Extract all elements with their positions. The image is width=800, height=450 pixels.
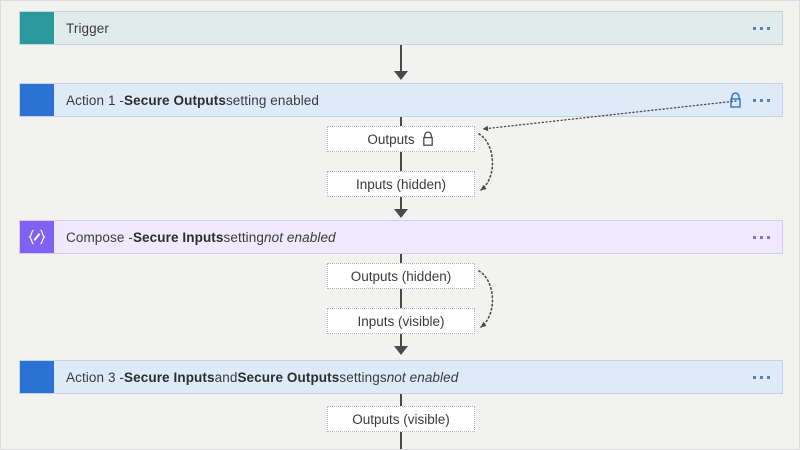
compose-overflow-menu-icon[interactable] [753,220,770,254]
trigger-row-right-cluster [753,12,782,44]
connector-compose-to-action3 [400,334,402,350]
action1-row-title: Action 1 - Secure Outputs setting enable… [54,84,728,116]
connector-outputs-to-inputs-compose [400,289,402,308]
workflow-row-trigger[interactable]: Trigger [19,11,783,45]
action1-overflow-menu-icon[interactable] [753,83,770,117]
annotation-arrow-outputs-to-inputs-action1 [478,133,494,191]
trigger-block-icon [20,12,54,44]
connector-action1-to-compose [400,197,402,213]
lock-icon [421,131,435,147]
action1-title-suffix: setting enabled [225,92,320,108]
connector-action1-to-compose-arrowhead [394,209,408,218]
iobox-action1-outputs[interactable]: Outputs [327,126,475,152]
iobox-action1-inputs[interactable]: Inputs (hidden) [327,171,475,197]
iobox-action3-outputs-label: Outputs (visible) [352,411,450,427]
iobox-action3-outputs[interactable]: Outputs (visible) [327,406,475,432]
workflow-row-compose[interactable]: Compose - Secure Inputs setting not enab… [19,220,783,254]
connector-action1-to-outputs [400,117,402,126]
action3-row-title: Action 3 - Secure Inputs and Secure Outp… [54,361,753,393]
workflow-row-action-1[interactable]: Action 1 - Secure Outputs setting enable… [19,83,783,117]
connector-action3-outputs-tail [400,432,402,449]
action-block-icon [20,361,54,393]
action3-title-and: and [214,369,238,385]
action3-title-italic: not enabled [386,369,459,385]
action3-title-bold-1: Secure Inputs [124,369,215,385]
connector-action3-to-outputs [400,394,402,406]
action1-row-right-cluster [728,84,782,116]
action-block-icon [20,84,54,116]
action3-title-bold-2: Secure Outputs [237,369,340,385]
action3-overflow-menu-icon[interactable] [753,360,770,394]
annotation-arrow-outputs-to-inputs-compose [478,270,494,328]
iobox-compose-outputs[interactable]: Outputs (hidden) [327,263,475,289]
iobox-compose-inputs-label: Inputs (visible) [357,313,445,329]
compose-title-mid: setting [223,229,264,245]
iobox-compose-outputs-label: Outputs (hidden) [350,268,452,284]
trigger-overflow-menu-icon[interactable] [753,11,770,45]
compose-title-prefix: Compose - [66,229,133,245]
trigger-title-text: Trigger [66,20,109,36]
connector-compose-to-action3-arrowhead [394,346,408,355]
connector-trigger-to-action1-arrowhead [394,71,408,80]
compose-title-italic: not enabled [264,229,336,245]
trigger-row-title: Trigger [54,12,753,44]
action3-title-prefix: Action 3 - [66,369,125,385]
iobox-compose-inputs[interactable]: Inputs (visible) [327,308,475,334]
connector-outputs-to-inputs-action1 [400,152,402,171]
connector-compose-to-outputs [400,254,402,263]
connector-trigger-to-action1 [400,45,402,75]
iobox-action1-inputs-label: Inputs (hidden) [355,176,447,192]
action1-title-prefix: Action 1 - [66,92,125,108]
compose-title-bold: Secure Inputs [132,229,224,245]
lock-icon [728,91,743,109]
workflow-row-action-3[interactable]: Action 3 - Secure Inputs and Secure Outp… [19,360,783,394]
action3-title-mid: settings [339,369,387,385]
action1-title-bold: Secure Outputs [124,92,226,108]
iobox-action1-outputs-label: Outputs [367,131,415,147]
compose-row-right-cluster [753,221,782,253]
action3-row-right-cluster [753,361,782,393]
compose-braces-icon [20,221,54,253]
compose-row-title: Compose - Secure Inputs setting not enab… [54,221,753,253]
